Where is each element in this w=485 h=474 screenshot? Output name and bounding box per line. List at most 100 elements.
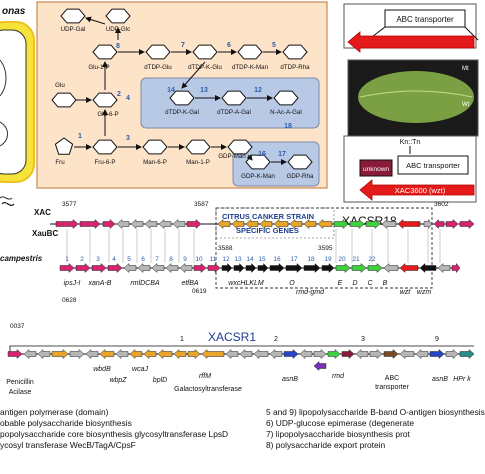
- pathway-label-glu6p: Glu-6-P: [97, 111, 118, 118]
- gene-arrow-xacsr1: [415, 348, 429, 360]
- gene-arrow-xac: [186, 218, 202, 230]
- arrow-kglu-kgal: [181, 61, 206, 89]
- enzyme-step-number: 17: [278, 151, 286, 158]
- gene-name-wzm: wzm: [417, 289, 432, 296]
- sugar-hexagon-gdp_man: [227, 139, 253, 155]
- gene-arrow-xac: [273, 218, 289, 230]
- gene-arrow-xac: [231, 218, 245, 230]
- gene-arrow-xac: [172, 218, 186, 230]
- legend-right-item: 7) lipopolysaccharide biosynthesis prot: [266, 429, 410, 439]
- gene-arrow-campestris: [269, 262, 285, 274]
- n0037-label: 0037: [10, 323, 25, 330]
- gene-number-label: 3: [361, 336, 365, 343]
- legend-left-item: antigen polymerase (domain): [0, 407, 109, 417]
- pathway-label-gdp_rha: GDP-Rha: [287, 173, 314, 180]
- right-panel: ABC transporter Mt Wt Kn::Tn unknown ABC…: [343, 3, 479, 203]
- gene-name-c: C: [367, 280, 373, 287]
- gene-arrow-campestris: [151, 262, 165, 274]
- gene-name-rmdgmd: rmd-gmd: [296, 289, 325, 296]
- gene-arrow-xac: [365, 218, 381, 230]
- gene-arrow-campestris: [303, 262, 321, 274]
- legend-left-item: obable polysaccharide biosynthesis: [0, 418, 132, 428]
- unknown-box: [359, 159, 393, 177]
- enzyme-step-number: 5: [272, 42, 276, 49]
- legend-left-item: popolysaccharide core biosynthesis glyco…: [0, 429, 229, 439]
- abc-transporter-top-label: ABC transporter: [396, 15, 454, 24]
- legend-left-item: ycosyl transferase WecB/TagA/CpsF: [0, 440, 136, 450]
- gene-number-label: 5: [127, 256, 131, 263]
- gene-arrow-xac: [158, 218, 172, 230]
- gene-arrow-xacsr1: [129, 348, 143, 360]
- gene-number-label: 3: [96, 256, 100, 263]
- organism-fragment-label: onas: [2, 6, 26, 17]
- gene-arrow-xac: [349, 218, 365, 230]
- gene-number-label: 12: [222, 256, 230, 263]
- gene-arrow-xac: [317, 218, 333, 230]
- gene-arrow-campestris: [351, 262, 367, 274]
- gene-arrow-xac: [381, 218, 397, 230]
- gene-arrow-campestris: [419, 262, 437, 274]
- gene-arrow-xac: [245, 218, 259, 230]
- gene-name-wxchlklm: wxcHLKLM: [228, 280, 264, 287]
- gene-arrow-campestris: [91, 262, 107, 274]
- sugar-hexagon-udp_gal: [60, 8, 86, 24]
- enzyme-step-number: 16: [258, 151, 266, 158]
- gene-arrow-xac: [259, 218, 273, 230]
- pathway-label-gdp_man: GDP-Man: [218, 153, 246, 160]
- gene-name-etfba: etfBA: [181, 280, 198, 287]
- gene-arrow-xacsr1: [115, 348, 129, 360]
- legend-right-item: 6) UDP-glucose epimerase (degenerate: [266, 418, 415, 428]
- arrow-gdpman-kman: [246, 154, 253, 161]
- gene-arrow-xacsr1: [187, 348, 201, 360]
- gene-number-label: 2: [80, 256, 84, 263]
- arrow-udpglc-udpgal: [85, 16, 106, 25]
- gene-name-d: D: [352, 280, 357, 287]
- gene-arrow-xacsr1: [239, 348, 253, 360]
- campestris-label: campestris: [0, 254, 43, 263]
- wzt-gene-arrow-top: [347, 31, 475, 53]
- gene-arrow-xac: [459, 218, 475, 230]
- gene-number-label: 6: [141, 256, 145, 263]
- gene-arrow-xac: [445, 218, 459, 230]
- enzyme-step-number: 14: [167, 87, 175, 94]
- pathway-label-dtdp_rha: dTDP-Rha: [280, 64, 310, 71]
- sugar-hexagon-dtdp_glu: [145, 44, 171, 60]
- gene-name-o: O: [289, 280, 295, 287]
- gene-arrow-xac: [303, 218, 317, 230]
- gene-arrow-xacsr1: [253, 348, 269, 360]
- gene-arrow-campestris: [107, 262, 123, 274]
- gene-arrow-xacsr1: [225, 348, 239, 360]
- tilde-fragment: [1, 201, 15, 207]
- pathway-label-dtdp_k_glu: dTDP-K-Glu: [188, 64, 222, 71]
- pathway-label-man1p: Man-1-P: [186, 159, 210, 166]
- gene-arrow-xacsr1: [69, 348, 85, 360]
- gene-arrow-xacsr1: [157, 348, 173, 360]
- gene-arrow-campestris: [383, 262, 399, 274]
- abc-transporter-bottom-box: [397, 155, 469, 175]
- n3602-label: 3602: [434, 201, 449, 208]
- pathway-label-man6p: Man-6-P: [143, 159, 167, 166]
- gene-number-label: 14: [246, 256, 254, 263]
- gene-arrow-xacsr1: [37, 348, 51, 360]
- sugar-pentagon-fru: [54, 137, 74, 155]
- gene-number-label: 16: [273, 256, 281, 263]
- gene-arrow-xacsr1: [459, 348, 475, 360]
- enzyme-step-number: 12: [254, 87, 262, 94]
- sugar-hexagon-dtdp_k_gal: [169, 90, 195, 106]
- citrus-canker-title: CITRUS CANKER STRAIN: [222, 212, 314, 221]
- pathway-label-dtdp_k_gal: dTDP-K-Gal: [165, 109, 199, 116]
- gene-arrow-campestris: [207, 262, 221, 274]
- enzyme-step-number: 4: [126, 95, 130, 102]
- enzyme-step-number: 6: [227, 42, 231, 49]
- gene-number-label: 18: [307, 256, 315, 263]
- gene-arrow-xac: [79, 218, 101, 230]
- xacsr1-label: XACSR1: [208, 330, 256, 344]
- gene-name-xanab: xanA-B: [88, 280, 112, 287]
- sugar-hexagon-gdp_rha: [287, 154, 313, 170]
- sugar-hexagon-dtdp_rha: [282, 44, 308, 60]
- enzyme-step-number: 13: [200, 87, 208, 94]
- gene-name-e: E: [338, 280, 343, 287]
- pathway-label-dtdp_a_gal: dTDP-A-Gal: [217, 109, 251, 116]
- gene-arrow-xacsr1: [445, 348, 459, 360]
